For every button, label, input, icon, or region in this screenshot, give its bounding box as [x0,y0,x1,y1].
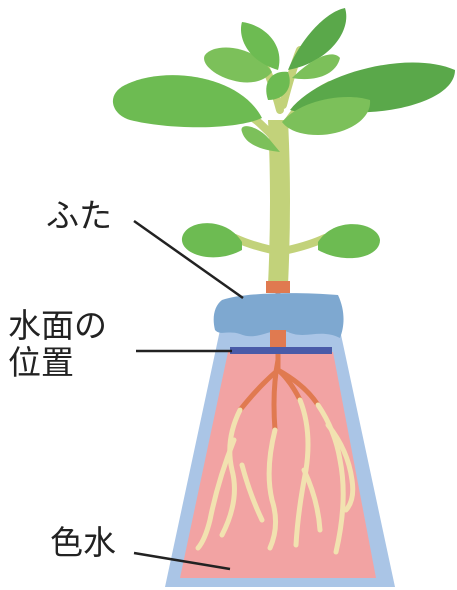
label-water-level-line1: 水面の [8,306,107,345]
fine-roots [195,397,356,555]
leaves [112,8,455,259]
leaf-lower-left [181,223,242,258]
label-water-level: 水面の 位置 [8,306,107,382]
leaf-top-center [240,22,280,70]
leaf-center-small [266,71,290,100]
label-lid: ふた [46,196,112,235]
leaf-top-right [288,8,347,70]
leaf-left-large [112,75,262,128]
label-colored-water: 色水 [50,523,116,562]
label-water-level-line2: 位置 [8,342,74,382]
water-level-marker [230,347,332,354]
leader-line-colored-water [133,551,231,571]
leaf-lower-right [318,224,380,259]
leaf-top-right-small [292,54,340,80]
leaf-left-small [241,126,280,152]
plant-stem [268,120,290,285]
stem-base [266,281,290,293]
leader-line-lid [133,219,244,300]
leader-lines [133,219,244,571]
leaf-right-mid [282,96,371,135]
lid [213,293,344,338]
stem-under-lid [270,330,286,352]
